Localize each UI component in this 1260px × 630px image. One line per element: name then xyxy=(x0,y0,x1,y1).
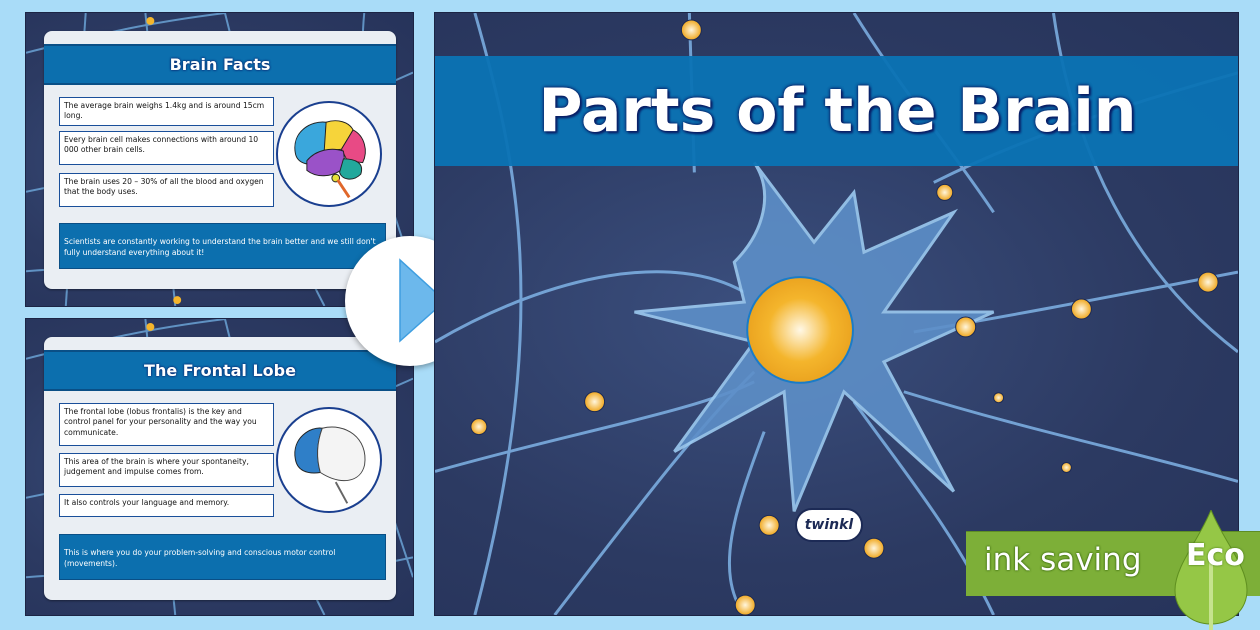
slide-card: Brain Facts The average brain weighs 1.4… xyxy=(44,31,396,289)
ink-saving-eco-badge: ink saving Eco xyxy=(966,480,1260,630)
presentation-title: Parts of the Brain xyxy=(538,76,1137,146)
summary-box: This is where you do your problem-solvin… xyxy=(59,534,386,581)
slide-title: Brain Facts xyxy=(44,44,396,85)
fact-box: It also controls your language and memor… xyxy=(59,494,274,517)
fact-box: The frontal lobe (lobus frontalis) is th… xyxy=(59,403,274,446)
play-icon xyxy=(399,258,447,343)
slide-title: The Frontal Lobe xyxy=(44,350,396,391)
slide-card: The Frontal Lobe The frontal lobe (lobus… xyxy=(44,337,396,600)
main-slide-preview[interactable]: Parts of the Brain twinkl xyxy=(434,12,1239,616)
ink-saving-label: ink saving xyxy=(984,542,1142,578)
fact-box: The average brain weighs 1.4kg and is ar… xyxy=(59,97,274,126)
fact-box: The brain uses 20 – 30% of all the blood… xyxy=(59,173,274,207)
fact-box: This area of the brain is where your spo… xyxy=(59,453,274,487)
colored-brain-image xyxy=(276,101,382,207)
frontal-lobe-brain-image xyxy=(276,407,382,513)
eco-label: Eco xyxy=(1186,538,1245,573)
summary-box: Scientists are constantly working to und… xyxy=(59,223,386,270)
slide-thumbnail-brain-facts[interactable]: Brain Facts The average brain weighs 1.4… xyxy=(25,12,414,307)
twinkl-logo: twinkl xyxy=(795,508,863,542)
title-banner: Parts of the Brain xyxy=(435,56,1238,166)
slide-thumbnail-frontal-lobe[interactable]: The Frontal Lobe The frontal lobe (lobus… xyxy=(25,318,414,616)
leaf-drop-icon xyxy=(1174,510,1248,630)
fact-box: Every brain cell makes connections with … xyxy=(59,131,274,165)
